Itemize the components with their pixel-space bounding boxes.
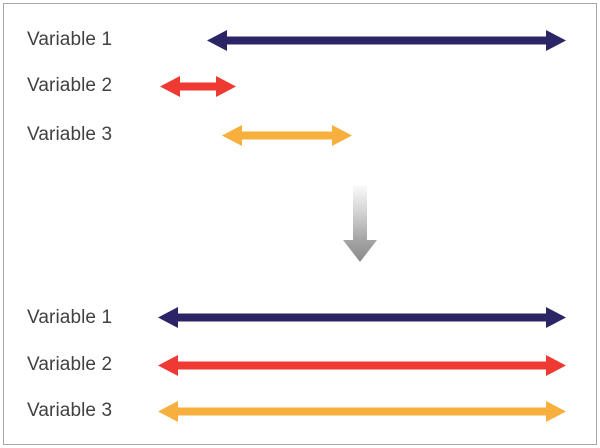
bottom-arrow-variable-2 [158,354,566,376]
top-label-variable-2: Variable 2 [27,75,113,96]
top-arrow-variable-3 [222,124,352,146]
bottom-label-variable-3: Variable 3 [27,400,113,421]
top-label-variable-1: Variable 1 [27,29,113,50]
top-variable-group: Variable 1 Variable 2 Variable 3 [0,0,600,180]
top-arrow-variable-2 [160,75,236,97]
bottom-arrow-variable-1 [158,306,566,328]
bottom-label-variable-1: Variable 1 [27,307,113,328]
top-label-variable-3: Variable 3 [27,124,113,145]
bottom-variable-group: Variable 1 Variable 2 Variable 3 [0,285,600,448]
bottom-arrow-variable-3 [158,400,566,422]
transition-down-arrow-icon [343,185,377,262]
top-arrow-variable-1 [207,29,566,51]
bottom-label-variable-2: Variable 2 [27,354,113,375]
